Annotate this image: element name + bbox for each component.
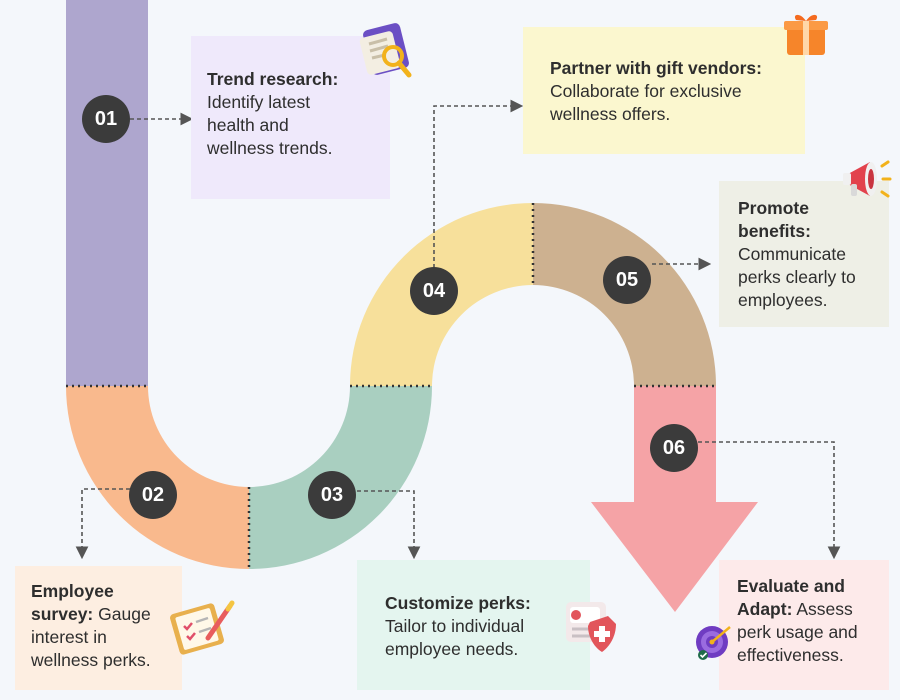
step-card-02: Employee survey: Gauge interest in welln…: [15, 566, 182, 690]
step-card-04: Partner with gift vendors: Collaborate f…: [523, 27, 805, 154]
step-title-01: Trend research:: [207, 69, 339, 89]
step-card-03: Customize perks: Tailor to individual em…: [357, 560, 590, 690]
step-badge-04: 04: [410, 267, 458, 315]
connector-04: [433, 99, 524, 268]
segment-dividers: [66, 203, 716, 569]
health-benefits-icon: [566, 602, 616, 652]
search-document-icon: [359, 23, 412, 78]
step-title-02: Employee survey:: [31, 581, 114, 624]
survey-clipboard-icon: [170, 600, 235, 655]
step-badge-02: 02: [129, 471, 177, 519]
gift-box-icon: [784, 14, 828, 55]
step-title-05: Promote benefits:: [738, 198, 811, 241]
step-badge-03: 03: [308, 471, 356, 519]
step-title-04: Partner with gift vendors:: [550, 58, 762, 78]
step-text-04: Collaborate for exclusive wellness offer…: [550, 81, 742, 124]
step-text-01: Identify latest health and wellness tren…: [207, 92, 333, 158]
step-title-06: Evaluate and Adapt:: [737, 576, 845, 619]
connectors: [75, 99, 841, 560]
step-text-03: Tailor to individual employee needs.: [385, 616, 525, 659]
step-badge-05: 05: [603, 256, 651, 304]
step-badge-01: 01: [82, 95, 130, 143]
step-card-01: Trend research: Identify latest health a…: [191, 36, 390, 199]
connector-03: [357, 490, 421, 560]
path-segment-01: [66, 0, 148, 386]
step-card-06: Evaluate and Adapt: Assess perk usage an…: [719, 560, 889, 690]
step-text-02: Gauge interest in wellness perks.: [31, 604, 151, 670]
target-icon: [696, 626, 731, 660]
step-text-06: Assess perk usage and effectiveness.: [737, 599, 858, 665]
step-card-05: Promote benefits: Communicate perks clea…: [719, 181, 889, 327]
step-badge-06: 06: [650, 424, 698, 472]
step-text-05: Communicate perks clearly to employees.: [738, 244, 856, 310]
path-segment-06: [591, 386, 758, 612]
connector-02: [75, 488, 130, 560]
megaphone-icon: [843, 160, 892, 198]
connector-06: [698, 441, 841, 560]
step-title-03: Customize perks:: [385, 593, 531, 613]
